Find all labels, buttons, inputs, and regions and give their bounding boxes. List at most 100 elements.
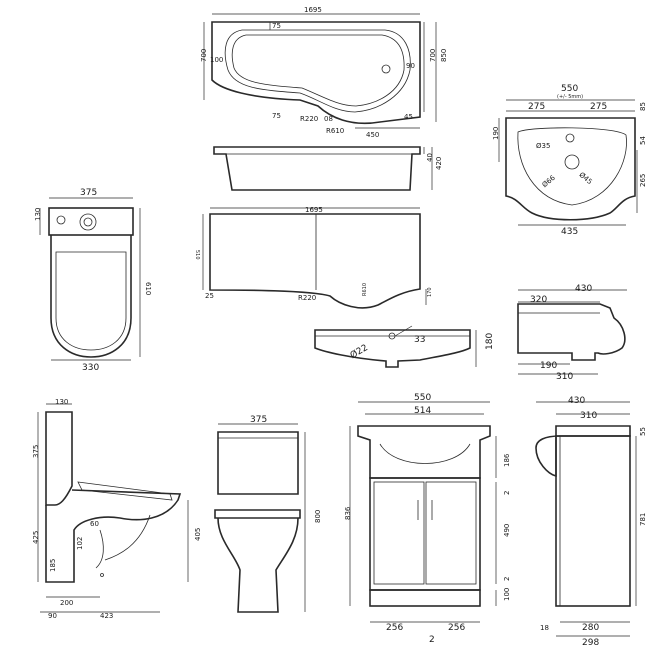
label-vanity-186: 186 — [503, 453, 511, 467]
wc-front-cistern — [217, 431, 299, 495]
label-vanity-side-55: 55 — [639, 427, 647, 436]
label-bath-width: 1695 — [304, 6, 322, 14]
wc-side-bowl-curve — [104, 514, 151, 561]
bath-top-outline — [211, 21, 421, 125]
label-panel-r610: R610 — [362, 283, 368, 296]
label-basin-d45: Ø45 — [577, 171, 593, 186]
label-basin-435: 435 — [561, 227, 578, 237]
label-bath-r220: R220 — [300, 115, 318, 123]
basin-top-waste — [564, 154, 580, 170]
label-vanity-2a: 2 — [503, 491, 511, 495]
wc-side-trap — [95, 529, 104, 569]
basin-top-outline — [505, 117, 636, 221]
bath-top-view: 1695 75 100 700 700 850 90 75 R220 08 R6… — [200, 6, 448, 139]
label-basin-85: 85 — [639, 102, 647, 111]
wc-top-seat — [55, 251, 127, 351]
label-basin-275b: 275 — [590, 102, 607, 112]
label-wc-top-330: 330 — [82, 363, 99, 373]
label-vanity-836: 836 — [344, 506, 352, 520]
label-wc-side-405: 405 — [194, 528, 202, 541]
basin-side-outline — [517, 303, 626, 361]
label-basin-side-310: 310 — [556, 372, 573, 382]
basin-front-view: 33 Ø22 180 — [314, 325, 495, 368]
vanity-front-view: 550 514 186 2 836 490 2 100 256 256 2 — [344, 393, 511, 645]
label-bath-08: 08 — [324, 115, 333, 123]
wc-front-view: 375 800 — [214, 415, 322, 613]
label-bath-45: 45 — [404, 113, 413, 121]
label-vanity-side-430: 430 — [568, 396, 585, 406]
label-bath-75a: 75 — [272, 22, 281, 30]
label-wc-side-375: 375 — [32, 445, 40, 458]
label-vanity-side-781: 781 — [639, 513, 647, 526]
label-bath-40: 40 — [426, 153, 434, 162]
label-basin-side-430: 430 — [575, 284, 592, 294]
label-vanity-2b: 2 — [503, 577, 511, 581]
label-basin-side-320: 320 — [530, 295, 547, 305]
wc-side-seat — [77, 481, 173, 501]
label-wc-side-130: 130 — [55, 398, 68, 406]
label-basin-265: 265 — [639, 174, 647, 187]
bath-side-outline — [213, 146, 421, 191]
wc-side-view: 130 375 60 425 102 185 405 200 90 423 — [32, 398, 202, 620]
bath-panel-outline — [209, 213, 421, 309]
label-wc-front-800: 800 — [314, 510, 322, 523]
wc-side-outlet-dot — [100, 573, 104, 577]
label-vanity-side-18: 18 — [540, 624, 549, 632]
bath-top-inner-basin — [231, 34, 405, 107]
vanity-side-basin — [535, 425, 631, 478]
vanity-front-door-left — [373, 481, 425, 585]
label-bath-75b: 75 — [272, 112, 281, 120]
vanity-front-cabinet — [369, 477, 481, 591]
label-bath-700-left: 700 — [200, 49, 208, 62]
label-wc-side-200: 200 — [60, 599, 73, 607]
vanity-front-plinth-box — [369, 589, 481, 607]
label-wc-side-185: 185 — [49, 559, 57, 572]
label-wc-side-102: 102 — [76, 537, 84, 550]
label-basin-d66: Ø66 — [541, 173, 558, 189]
label-wc-front-375: 375 — [250, 415, 267, 425]
wc-side-pan — [45, 489, 182, 583]
label-vanity-side-310: 310 — [580, 411, 597, 421]
label-vanity-100: 100 — [503, 588, 511, 601]
label-vanity-side-298: 298 — [582, 638, 599, 648]
wc-front-pan — [217, 517, 299, 613]
label-basin-front-33: 33 — [414, 335, 425, 345]
label-basin-550: 550 — [561, 84, 578, 94]
wc-front-seat — [214, 509, 301, 519]
label-basin-275a: 275 — [528, 102, 545, 112]
label-panel-510: 510 — [194, 250, 200, 260]
label-bath-100: 100 — [210, 56, 223, 64]
dim-leader-33 — [394, 325, 413, 337]
label-vanity-2c: 2 — [429, 635, 435, 645]
label-basin-d35: Ø35 — [536, 142, 550, 150]
label-panel-r220: R220 — [298, 294, 316, 302]
wc-top-cistern — [48, 207, 134, 236]
vanity-front-basin — [357, 425, 491, 479]
vanity-front-door-right — [425, 481, 477, 585]
label-wc-top-610: 610 — [144, 282, 152, 295]
label-panel-25: 25 — [205, 292, 214, 300]
label-basin-190: 190 — [492, 127, 500, 140]
basin-side-view: 430 320 190 310 — [517, 284, 627, 382]
label-panel-width: 1695 — [305, 206, 323, 214]
vanity-side-cabinet — [555, 435, 631, 607]
basin-top-tap-hole — [565, 133, 575, 143]
label-vanity-side-280: 280 — [582, 623, 599, 633]
label-vanity-490: 490 — [503, 524, 511, 537]
label-basin-54: 54 — [639, 136, 647, 145]
vanity-front-bowl — [379, 443, 471, 464]
label-bath-850: 850 — [440, 49, 448, 62]
label-wc-top-130: 130 — [34, 208, 42, 221]
wc-top-flush-button-inner — [83, 217, 93, 227]
basin-front-outline — [314, 329, 471, 368]
label-bath-700-right: 700 — [429, 49, 437, 62]
wc-top-view: 375 130 610 330 — [34, 188, 152, 373]
label-basin-front-180: 180 — [485, 333, 495, 350]
bath-waste-hole — [381, 64, 391, 74]
label-basin-side-190: 190 — [540, 361, 557, 371]
label-vanity-256b: 256 — [448, 623, 465, 633]
label-wc-side-425: 425 — [32, 531, 40, 544]
vanity-side-view: 430 310 55 781 18 280 298 — [535, 396, 647, 648]
label-bath-420: 420 — [435, 157, 443, 170]
